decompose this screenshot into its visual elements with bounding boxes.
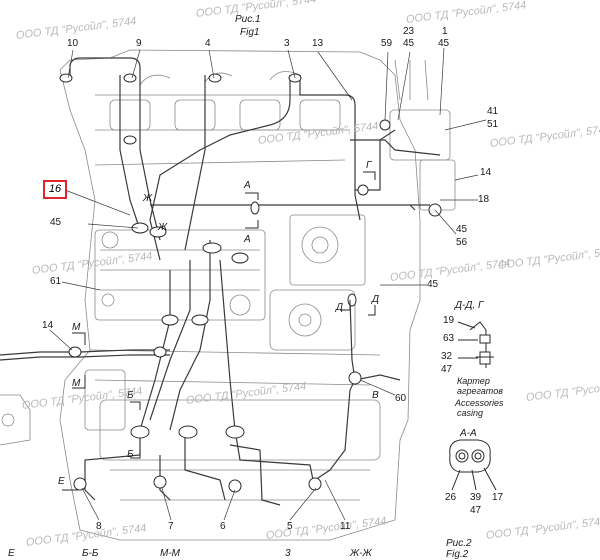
callout-45: 45 [50, 217, 62, 228]
callout-14: 14 [42, 320, 54, 331]
callout-47: 47 [470, 505, 482, 516]
section-mark-m: М [72, 378, 81, 389]
callout-18: 18 [478, 194, 490, 205]
callout-13: 13 [312, 38, 324, 49]
leader-lines [49, 47, 487, 521]
callout-6: 6 [220, 521, 226, 532]
section-mark-m: М [72, 322, 81, 333]
callout-51: 51 [487, 119, 499, 130]
section-mark-a: А [244, 234, 251, 245]
callout-17: 17 [492, 492, 504, 503]
section-mark-d: Д [372, 294, 380, 305]
note-en-line1: Accessories [455, 398, 504, 408]
section-mark-zh: Ж [143, 193, 153, 204]
figure-bottom-title-en: Fig.2 [446, 549, 469, 560]
callout-19: 19 [443, 315, 455, 326]
figure-title-en: Fig1 [240, 27, 260, 38]
callout-4: 4 [205, 38, 211, 49]
note-ru-line1: Картер [457, 376, 490, 386]
callout-3: 3 [284, 38, 290, 49]
callout-23: 23 [403, 26, 415, 37]
note-ru-line2: агрегатов [457, 386, 503, 396]
section-marks [62, 171, 376, 491]
figure-bottom-title-ru: Рис.2 [446, 538, 472, 549]
callout-5: 5 [287, 521, 293, 532]
callout-41: 41 [487, 106, 499, 117]
view-title-aa: А-А [460, 428, 477, 439]
view-title-e: Е [8, 548, 15, 559]
section-mark-g: Г [366, 160, 372, 171]
callout-47: 47 [441, 364, 453, 375]
view-title-dd-g: Д-Д, Г [455, 300, 484, 311]
callout-45: 45 [427, 279, 439, 290]
section-mark-a: А [244, 180, 251, 191]
callout-63: 63 [443, 333, 455, 344]
callout-11: 11 [340, 521, 351, 532]
section-mark-v: В [372, 390, 379, 401]
callout-26: 26 [445, 492, 457, 503]
detail-view-aa [449, 439, 497, 491]
note-en-line2: casing [457, 408, 484, 418]
callout-61: 61 [50, 276, 62, 287]
section-mark-b: Б [127, 390, 134, 401]
selected-callout-label: 16 [48, 183, 62, 195]
callout-10: 10 [67, 38, 79, 49]
callout-32: 32 [441, 351, 453, 362]
callout-7: 7 [168, 521, 174, 532]
pipe-clamps [59, 73, 442, 493]
callout-56: 56 [456, 237, 468, 248]
callout-14: 14 [480, 167, 492, 178]
callout-60: 60 [395, 393, 407, 404]
callout-45: 45 [403, 38, 415, 49]
callout-9: 9 [136, 38, 142, 49]
callout-45: 45 [456, 224, 468, 235]
view-title-bb: Б-Б [82, 548, 99, 559]
engine-body-outline [0, 49, 456, 541]
callout-59: 59 [381, 38, 393, 49]
section-mark-d: Д [336, 302, 344, 313]
callout-1: 1 [442, 26, 448, 37]
selected-callout-box[interactable]: 16 [43, 180, 67, 199]
section-mark-e: Е [58, 476, 65, 487]
view-title-zhzh: Ж-Ж [350, 548, 372, 559]
section-mark-zh: Ж [158, 222, 168, 233]
callout-39: 39 [470, 492, 482, 503]
view-title-3: 3 [285, 548, 291, 559]
callout-8: 8 [96, 521, 102, 532]
view-title-mm: М-М [160, 548, 180, 559]
figure-title-ru: Рис.1 [235, 14, 261, 25]
section-mark-b: Б [127, 449, 134, 460]
detail-view-dd [457, 321, 494, 368]
callout-45: 45 [438, 38, 450, 49]
